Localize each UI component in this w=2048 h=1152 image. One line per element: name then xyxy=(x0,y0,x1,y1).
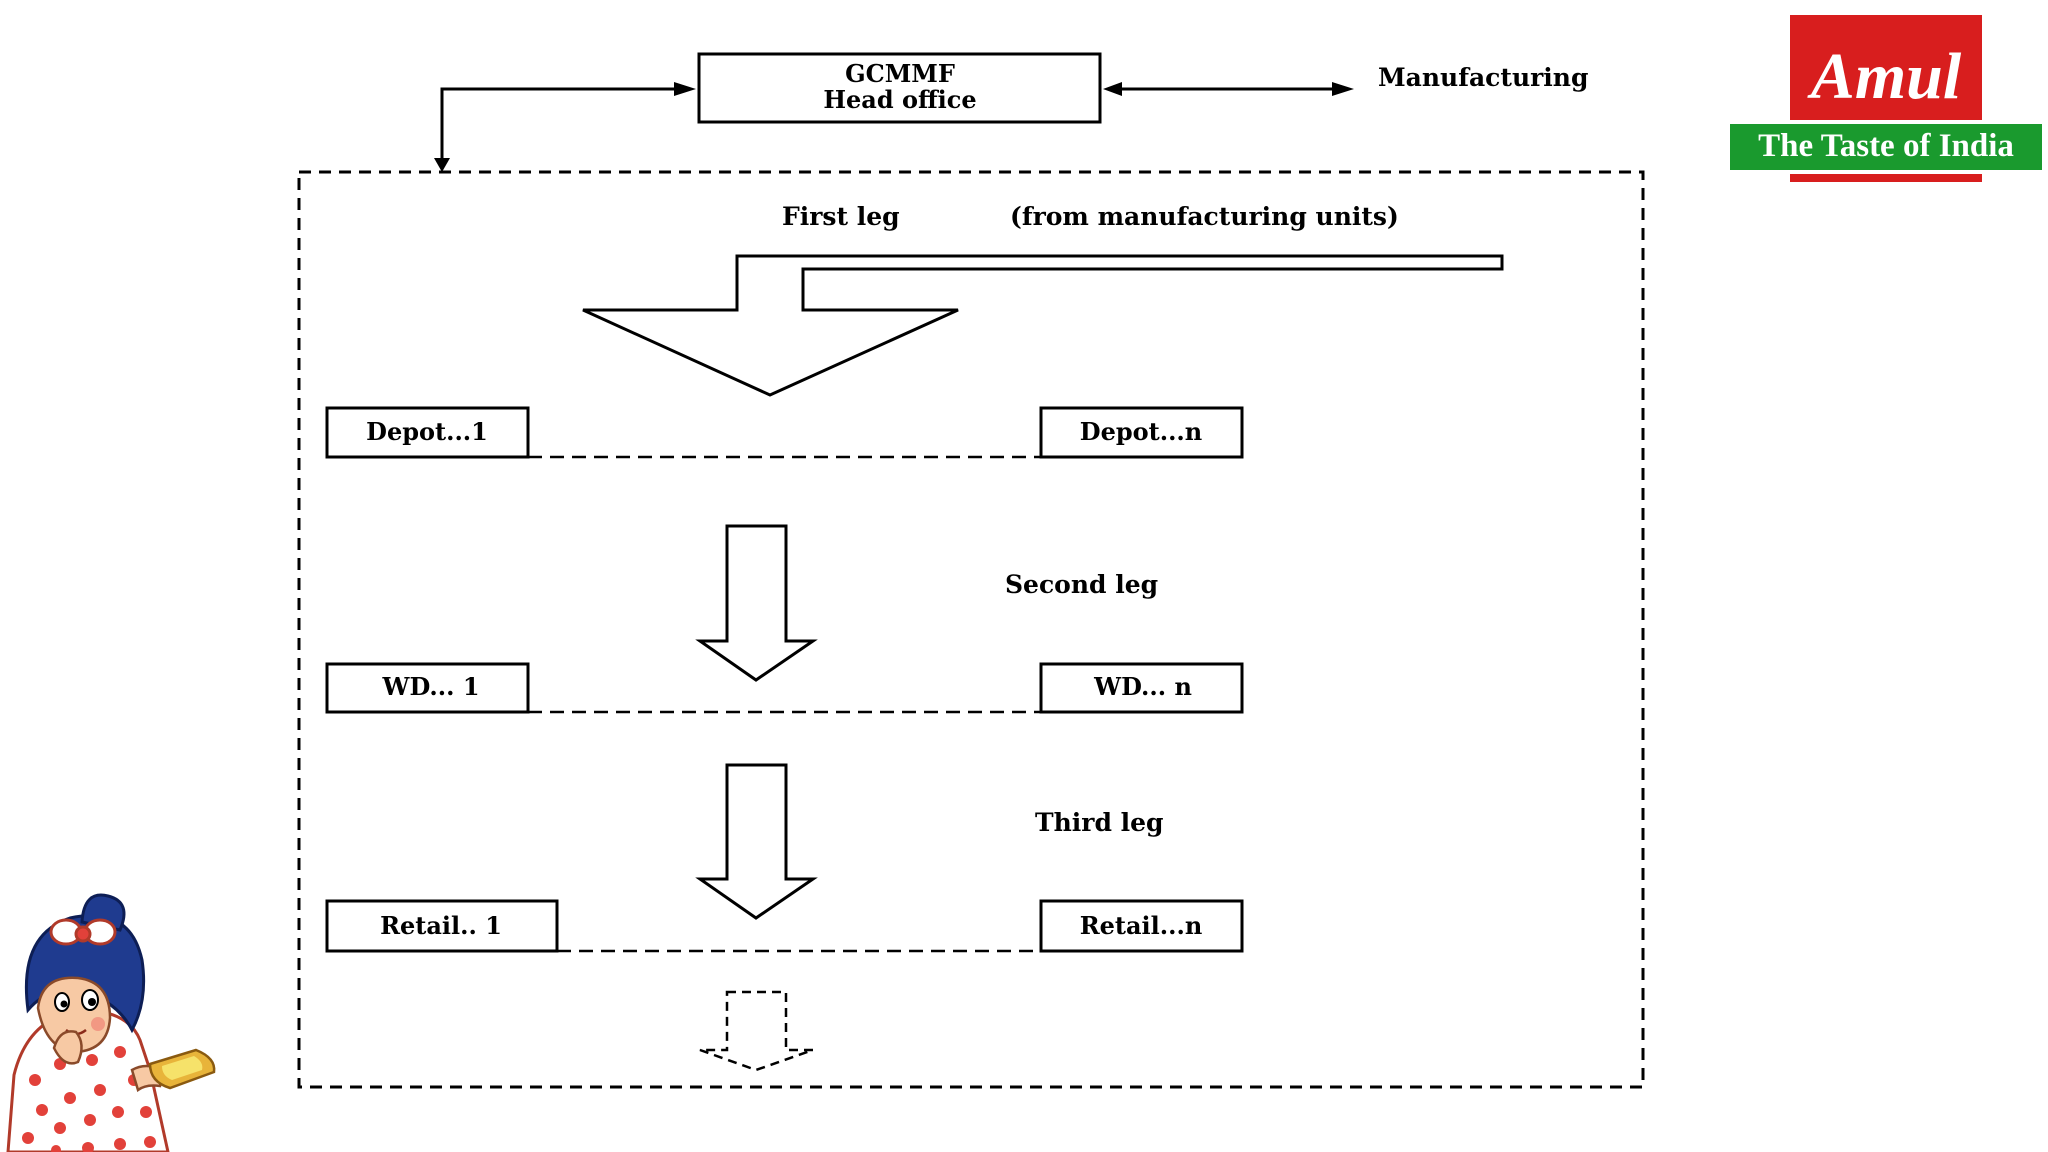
retail-n-label: Retail...n xyxy=(1080,911,1203,940)
wd-n-label: WD... n xyxy=(1093,672,1192,701)
head-office-to-manufacturing-connector xyxy=(1103,82,1354,96)
first-leg-note: (from manufacturing units) xyxy=(1010,202,1399,231)
retail-n-box xyxy=(1039,899,1244,953)
amul-logo-bottom-bar xyxy=(1790,174,1982,182)
mascot-cheek xyxy=(91,1017,105,1031)
retail-1-label: Retail.. 1 xyxy=(380,911,502,940)
second-leg-label: Second leg xyxy=(1005,570,1158,599)
amul-girl-mascot xyxy=(6,893,216,1152)
wd-row: WD... 1 WD... n xyxy=(325,662,1244,714)
arrowhead-right-icon xyxy=(1332,82,1354,96)
wd-n-box xyxy=(1039,662,1244,714)
head-office-to-boundary-connector xyxy=(434,82,696,172)
amul-logo-brand: Amul xyxy=(1807,40,1962,113)
wd-1-box xyxy=(325,662,530,714)
amul-logo-green-band xyxy=(1730,124,2042,170)
mascot-dress-dots xyxy=(22,1046,156,1152)
wd-1-label: WD... 1 xyxy=(381,672,479,701)
final-leg-dashed-arrow xyxy=(699,990,814,1072)
manufacturing-label: Manufacturing xyxy=(1378,63,1588,92)
head-office-node: GCMMF Head office xyxy=(697,52,1102,124)
mascot-hand xyxy=(52,1030,83,1065)
retail-1-box xyxy=(325,899,559,953)
distribution-boundary xyxy=(297,170,1645,1089)
second-leg-arrow xyxy=(695,524,818,682)
head-office-box xyxy=(697,52,1102,124)
arrowhead-down-icon xyxy=(434,158,450,172)
arrowhead-right-icon xyxy=(674,82,696,96)
retail-row: Retail.. 1 Retail...n xyxy=(325,899,1244,953)
head-office-line1: GCMMF xyxy=(845,59,955,88)
depot-1-box xyxy=(325,406,530,459)
mascot-toast-butter xyxy=(162,1056,203,1080)
amul-logo-tagline: The Taste of India xyxy=(1758,128,2014,164)
depot-n-box xyxy=(1039,406,1244,459)
first-leg-arrow xyxy=(582,254,1504,397)
third-leg-arrow xyxy=(695,763,818,920)
arrowhead-left-icon xyxy=(1103,82,1122,96)
third-leg-label: Third leg xyxy=(1035,808,1164,837)
depot-1-label: Depot...1 xyxy=(366,417,488,446)
amul-logo-red-panel xyxy=(1790,15,1982,120)
amul-logo: Amul The Taste of India xyxy=(1730,15,2042,182)
depot-row: Depot...1 Depot...n xyxy=(325,406,1244,459)
mascot-bow xyxy=(49,918,117,946)
first-leg-label: First leg xyxy=(782,202,900,231)
depot-n-label: Depot...n xyxy=(1080,417,1202,446)
head-office-line2: Head office xyxy=(823,85,976,114)
